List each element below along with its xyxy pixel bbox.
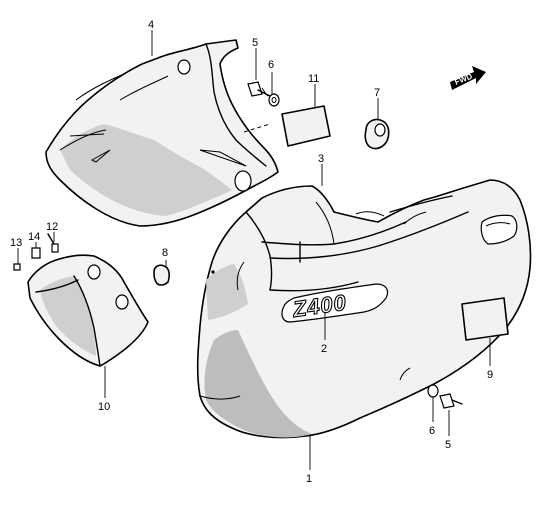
screw-13 [13, 263, 21, 271]
callout-8: 8 [162, 247, 168, 259]
grommet-8 [153, 264, 170, 286]
leader-lines [17, 30, 491, 470]
grommet-7 [364, 118, 390, 150]
callout-11: 10 [98, 401, 110, 413]
cushion-10 [281, 105, 331, 147]
callout-7: 7 [374, 87, 380, 99]
callout-10: 11 [308, 73, 319, 85]
callout-6-upper: 6 [268, 59, 274, 71]
washer-6-upper [268, 93, 280, 107]
bolt-5-lower [439, 393, 463, 409]
callout-6-lower: 6 [429, 425, 435, 437]
part-1-side-cover: Z400 [196, 179, 532, 439]
callout-3: 3 [318, 153, 324, 165]
bolt-5-upper [247, 81, 271, 97]
screw-12 [47, 233, 59, 253]
callout-5-lower: 5 [445, 439, 451, 451]
callout-12: 12 [46, 221, 58, 233]
callout-2: 2 [321, 343, 327, 355]
clip-14 [31, 247, 41, 259]
callout-1: 1 [306, 473, 312, 485]
callout-4: 4 [148, 19, 154, 31]
callout-13: 13 [10, 237, 22, 249]
cushion-9 [461, 297, 509, 341]
fwd-label: FWD [453, 72, 473, 87]
washer-6-lower [427, 384, 439, 398]
part-4-frame-cover [45, 39, 279, 227]
fwd-arrow-icon: FWD [450, 66, 486, 90]
callout-labels: 4 5 6 11 7 3 8 2 9 6 5 1 10 12 14 13 [10, 19, 493, 485]
callout-9: 9 [487, 369, 493, 381]
part-11-small-cover [27, 254, 149, 367]
callout-5-upper: 5 [252, 37, 258, 49]
callout-14: 14 [28, 231, 40, 243]
